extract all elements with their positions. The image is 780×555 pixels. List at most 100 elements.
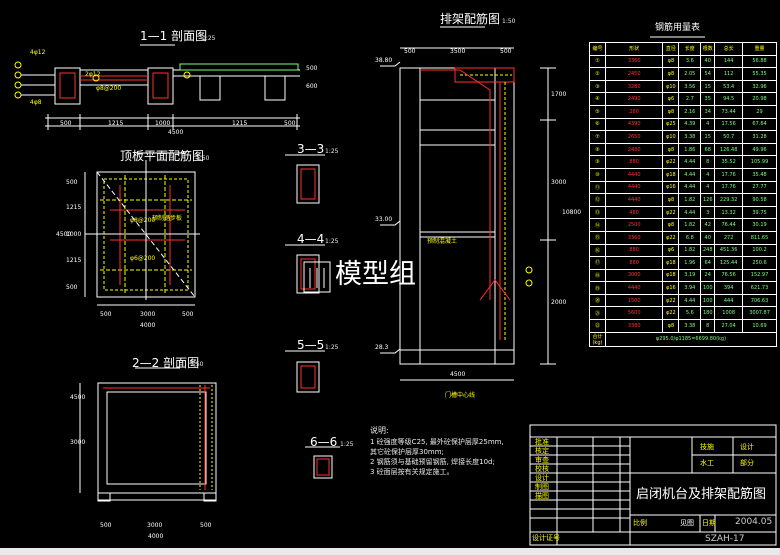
table-cell: 27.04 [714, 319, 744, 333]
table-cell: 32.96 [742, 79, 777, 94]
tb-row-label: 校核 [535, 465, 549, 473]
notes-item: 其它砼保护层厚30mm; [370, 448, 444, 456]
table-cell: ③ [589, 79, 606, 94]
section-5-5-scale: 1:25 [325, 344, 339, 351]
table-cell: 3.19 [678, 268, 702, 283]
table-cell: φ8 [662, 218, 680, 232]
notes-item: 3 砼面层按有关规定施工。 [370, 468, 454, 476]
table-cell: φ8 [662, 193, 680, 207]
table-cell: φ8 [662, 67, 680, 81]
section-4-4-scale: 1:25 [325, 238, 339, 245]
table-cell: ⑭ [589, 218, 606, 232]
table-cell: φ25 [662, 117, 680, 132]
dim: 500 [200, 522, 212, 529]
table-cell: 13.32 [714, 205, 744, 220]
table-cell: φ18 [662, 256, 680, 270]
table-cell: 4.44 [678, 293, 702, 308]
table-cell: 15 [700, 130, 716, 144]
watermark-logo-box [303, 261, 331, 293]
dim: 1700 [551, 91, 567, 98]
table-cell: ㉒ [589, 319, 606, 333]
table-cell: 4440 [604, 193, 664, 207]
table-cell: 706.63 [742, 293, 777, 308]
table-cell: ⑲ [589, 281, 606, 295]
table-cell: 3360 [604, 230, 664, 245]
dim: 1000 [155, 120, 171, 127]
dim-total: 4000 [148, 533, 164, 540]
table-cell: φ8 [662, 104, 680, 119]
table-cell: 15 [700, 79, 716, 94]
title-block-frame [529, 424, 777, 546]
elevation: 38.80 [375, 57, 393, 64]
tb-part: 水工 [700, 459, 714, 467]
table-cell: 4.44 [678, 205, 702, 220]
table-cell: 1500 [604, 293, 664, 308]
bar-label: φ8@200 [130, 217, 156, 224]
dim-total: 4500 [56, 231, 72, 238]
notes-title: 说明: [370, 426, 389, 435]
bar-label: φ8@200 [96, 85, 122, 92]
table-cell: 4440 [604, 180, 664, 195]
table-cell: 1.82 [678, 193, 702, 207]
section-6-6-scale: 1:25 [340, 441, 354, 448]
table-cell: 280 [604, 104, 664, 119]
table-cell: 76.56 [714, 268, 744, 283]
table-cell: 4.44 [678, 180, 702, 195]
table-cell: 811.65 [742, 230, 777, 245]
table-cell: φ6 [662, 92, 680, 106]
table-cell: 2.7 [678, 92, 702, 106]
frame-title: 排架配筋图 [440, 12, 501, 26]
table-cell: 1.82 [678, 243, 702, 258]
drawing-title: 启闭机台及排架配筋图 [636, 487, 767, 502]
table-cell: 100.2 [742, 243, 777, 258]
table-total-row: 合计(kg)φ295.0/φ1185=6699.80(kg) [589, 331, 778, 347]
dim: 500 [100, 311, 112, 318]
table-cell: 68 [700, 142, 716, 157]
bar-label: 2φ12 [85, 71, 101, 78]
section-3-3-scale: 1:25 [325, 148, 339, 155]
table-cell: 3360 [604, 54, 664, 69]
tb-row-label: 核定 [535, 447, 549, 455]
tb-row-label: 设计证号 [532, 534, 560, 542]
table-cell: φ22 [662, 155, 680, 169]
bar-label: φ6@200 [130, 255, 156, 262]
table-cell: 3000 [604, 268, 664, 283]
table-cell: 54 [700, 67, 716, 81]
table-cell: ㉑ [589, 306, 606, 321]
date-value: 2004.05 [735, 517, 773, 527]
section-2-2-drawing [79, 367, 217, 502]
dim: 3000 [551, 179, 567, 186]
table-cell: 126 [700, 193, 716, 207]
dim: 3000 [140, 311, 156, 318]
table-cell: φ22 [662, 293, 680, 308]
gate-center-label: 门槽中心线 [445, 392, 476, 399]
table-cell: 112 [714, 67, 744, 81]
roof-plan-scale: 1:50 [196, 155, 210, 162]
table-cell: 880 [604, 155, 664, 169]
small-sections-drawing [285, 154, 340, 479]
table-cell: ⑩ [589, 167, 606, 182]
table-cell: φ6 [662, 243, 680, 258]
table-cell: φ22 [662, 205, 680, 220]
header-cell: 形状 [604, 42, 664, 56]
precast-label: 预制混凝土 [427, 238, 458, 245]
table-cell: 444 [714, 293, 744, 308]
table-cell: ⑰ [589, 256, 606, 270]
table-cell: 1.86 [678, 142, 702, 157]
table-cell: 3.38 [678, 319, 702, 333]
dim: 500 [500, 48, 512, 55]
table-cell: 5600 [604, 306, 664, 321]
dim: 2000 [551, 299, 567, 306]
dim: 3000 [147, 522, 163, 529]
dim-total: 4000 [140, 322, 156, 329]
table-cell: 2480 [604, 142, 664, 157]
header-cell: 长度 [678, 42, 702, 56]
table-cell: φ22 [662, 230, 680, 245]
table-cell: 8 [700, 319, 716, 333]
